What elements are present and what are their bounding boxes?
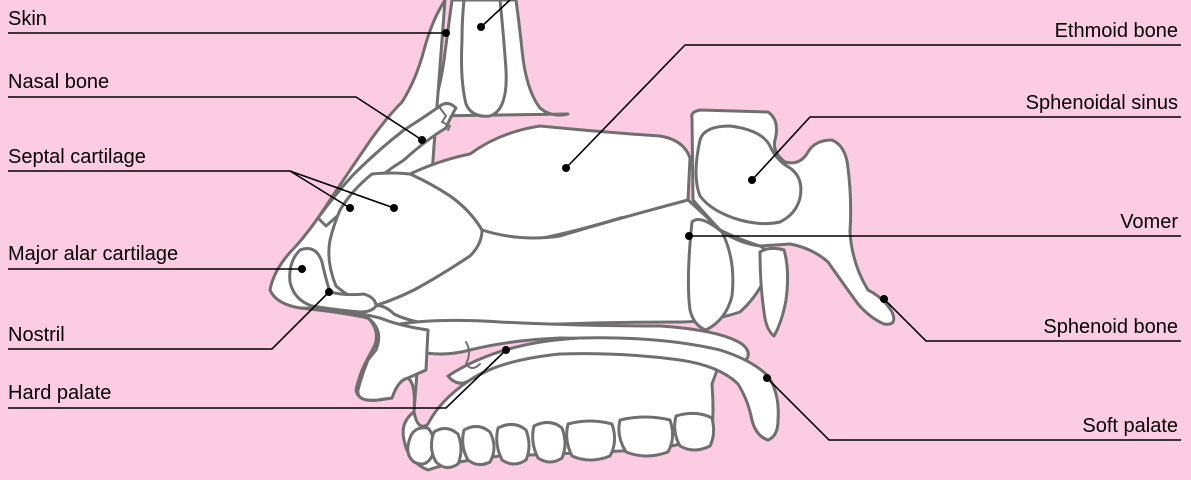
label-nasal-bone: Nasal bone xyxy=(8,71,109,93)
label-soft-palate: Soft palate xyxy=(1082,415,1178,437)
nostril-dot xyxy=(325,288,333,296)
label-hard-palate: Hard palate xyxy=(8,382,111,404)
tooth-3 xyxy=(463,426,494,464)
label-vomer: Vomer xyxy=(1120,211,1178,233)
soft-palate-dot xyxy=(763,374,771,382)
tooth-8 xyxy=(675,413,714,450)
tooth-4 xyxy=(497,424,529,464)
label-sphenoidal-sinus: Sphenoidal sinus xyxy=(1026,92,1178,114)
vomer-dot xyxy=(685,232,693,240)
major-alar-cartilage-dot xyxy=(298,265,306,273)
sphenoidal-sinus-dot xyxy=(748,176,756,184)
septal-cartilage-dot-b xyxy=(390,204,398,212)
label-skin: Skin xyxy=(8,8,47,30)
ethmoid-bone-dot xyxy=(562,164,570,172)
frontal-dot xyxy=(477,23,485,31)
septal-cartilage-dot-a xyxy=(346,204,354,212)
label-major-alar-cartilage: Major alar cartilage xyxy=(8,243,178,265)
sphenoidal-sinus-shape xyxy=(696,126,801,224)
hard-palate-dot xyxy=(502,346,510,354)
frontal-sinus-shape xyxy=(462,0,507,116)
sphenoid-bone-dot xyxy=(880,295,888,303)
label-nostril: Nostril xyxy=(8,324,65,346)
label-septal-cartilage: Septal cartilage xyxy=(8,146,146,168)
tooth-5 xyxy=(533,422,565,462)
tooth-7 xyxy=(619,417,673,456)
nasal-bone-dot xyxy=(418,136,426,144)
pterygoid-plate-shape xyxy=(760,248,788,336)
label-sphenoid-bone: Sphenoid bone xyxy=(1043,316,1178,338)
anatomy-illustration xyxy=(270,0,894,470)
skin-dot xyxy=(442,29,450,37)
label-ethmoid-bone: Ethmoid bone xyxy=(1055,20,1178,42)
nasal-bone-leader xyxy=(8,97,422,140)
tooth-2 xyxy=(431,428,461,467)
septal-cartilage-leader-a xyxy=(8,171,350,208)
tooth-6 xyxy=(567,421,615,460)
